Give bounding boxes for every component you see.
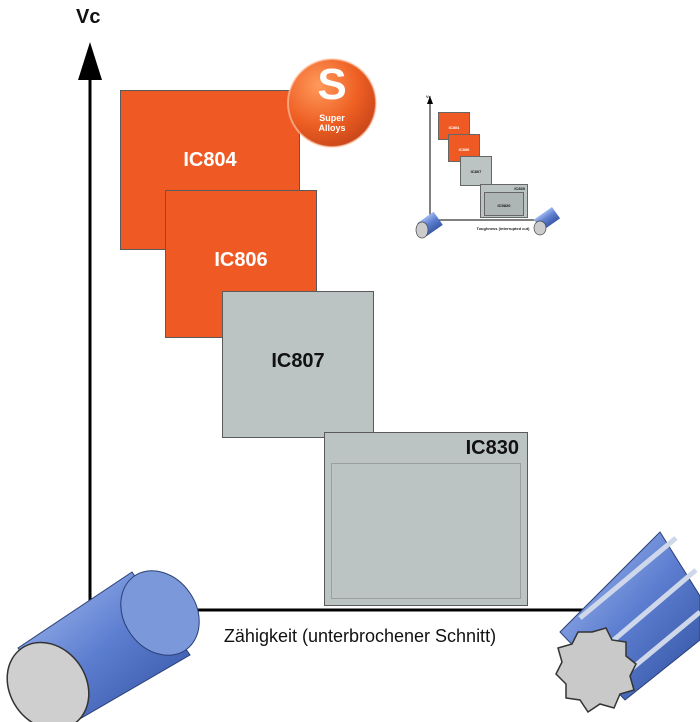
thumbnail-x-label: Toughness (interrupted cut) bbox=[476, 226, 530, 231]
x-axis-label: Zähigkeit (unterbrochener Schnitt) bbox=[223, 626, 497, 646]
grade-label-ic806: IC806 bbox=[214, 249, 268, 271]
y-axis-arrow bbox=[78, 42, 102, 80]
thumbnail-left-cylinder-icon bbox=[415, 211, 443, 239]
y-axis-label: Vc bbox=[76, 6, 101, 28]
super-alloys-badge: S Super Alloys bbox=[286, 57, 378, 149]
badge-letter: S bbox=[317, 60, 347, 109]
thumbnail-right-cylinder-icon bbox=[533, 206, 561, 236]
grade-label-ic830: IC830 bbox=[465, 437, 519, 459]
thumbnail-box-ic807: IC807 bbox=[460, 156, 492, 186]
badge-text-line1: Super bbox=[319, 113, 345, 123]
thumbnail-chart: Vc IC804 IC806 IC807 IC830 IC5820 Toughn… bbox=[408, 88, 564, 248]
badge-circle-icon bbox=[287, 58, 377, 148]
ic830-inner-frame bbox=[331, 463, 521, 599]
grade-box-ic807: IC807 bbox=[222, 291, 374, 438]
thumbnail-box-ic5820: IC5820 bbox=[484, 192, 524, 216]
badge-text-line2: Alloys bbox=[318, 123, 346, 133]
thumbnail-axes bbox=[415, 96, 561, 239]
grade-box-ic830: IC830 bbox=[324, 432, 528, 606]
grade-label-ic804: IC804 bbox=[183, 149, 237, 171]
grade-label-ic807: IC807 bbox=[271, 350, 325, 372]
thumbnail-y-label: Vc bbox=[426, 94, 431, 99]
